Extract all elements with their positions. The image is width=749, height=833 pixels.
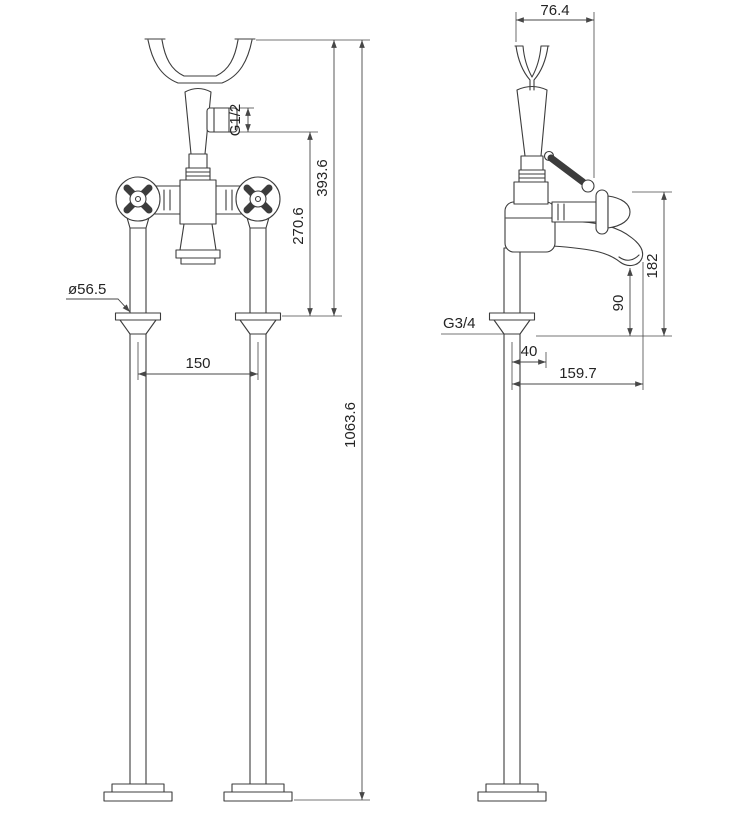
- side-upper-housing: [513, 181, 549, 205]
- side-stem-nut-lines: [557, 203, 565, 221]
- side-handle-ferrule: [520, 155, 544, 171]
- front-left-floor-flange-step: [111, 783, 165, 793]
- front-view-drawing: [103, 38, 293, 802]
- dim-pipe-centres-label: 150: [185, 355, 210, 372]
- side-lever-ball: [581, 179, 595, 193]
- side-handset-handle: [516, 85, 548, 157]
- dim-height-to-cradle-label: 393.6: [314, 159, 331, 197]
- front-centre-column: [179, 179, 217, 225]
- side-valve-body: [504, 201, 556, 253]
- dimension-annotations-front: G1/2 270.6 393.6 1063.6 ø56.5 150: [66, 39, 370, 801]
- side-cross-handle-dome: [607, 195, 631, 229]
- dim-height-to-hose-label: 270.6: [290, 207, 307, 245]
- side-cradle-fork: [514, 45, 550, 91]
- front-bell-rim: [175, 249, 221, 259]
- dim-spout-offset-label: 40: [521, 343, 538, 360]
- leader-flange-diameter: [66, 298, 131, 313]
- front-handset-handle: [184, 87, 212, 155]
- front-right-floor-flange-base: [223, 791, 293, 802]
- side-spout-outlet-rim: [618, 254, 640, 261]
- front-right-standpipe: [249, 227, 267, 789]
- dim-cradle-width-label: 76.4: [540, 2, 569, 19]
- front-left-floor-flange-base: [103, 791, 173, 802]
- front-hose-connector-lines: [213, 107, 230, 133]
- front-right-flange-plate: [234, 312, 282, 321]
- side-floor-flange-base: [477, 791, 547, 802]
- dim-spout-height-label: 90: [610, 295, 627, 312]
- diverter-lever: [547, 154, 587, 186]
- side-view-drawing: [477, 45, 644, 802]
- side-ridged-connector: [518, 169, 546, 183]
- dim-inlet-thread-label: G3/4: [443, 315, 476, 332]
- front-handle-ferrule: [188, 153, 208, 169]
- dim-overall-height-label: 1063.6: [342, 402, 359, 448]
- front-ridge-lines: [185, 171, 211, 177]
- front-bell-body: [179, 223, 217, 251]
- side-ridge-lines: [518, 173, 546, 179]
- front-right-floor-flange-step: [231, 783, 285, 793]
- side-handle-stem: [551, 201, 599, 223]
- dim-flange-diameter-label: ø56.5: [68, 281, 106, 298]
- front-left-flange-plate: [114, 312, 162, 321]
- front-left-collar-taper: [119, 319, 157, 335]
- front-bell-foot: [180, 257, 216, 265]
- side-spout: [551, 220, 644, 267]
- front-ridged-connector: [185, 167, 211, 181]
- front-handset-cradle: [144, 38, 256, 84]
- front-left-cross-handle: [115, 176, 161, 222]
- front-arm-nut-lines: [163, 189, 233, 211]
- dim-spout-reach-label: 159.7: [559, 365, 597, 382]
- dimension-annotations-side: 76.4 182 90 G3/4 40 159.7: [441, 2, 672, 390]
- side-cross-handle-disc: [595, 189, 609, 235]
- front-left-standpipe: [129, 227, 147, 789]
- front-right-cross-handle: [235, 176, 281, 222]
- side-floor-flange-step: [485, 783, 539, 793]
- side-flange-plate: [488, 312, 536, 321]
- dim-handle-height-label: 182: [644, 253, 661, 278]
- side-collar-taper: [493, 319, 531, 335]
- dim-hand-shower-thread-label: G1/2: [227, 104, 244, 137]
- front-right-collar-taper: [239, 319, 277, 335]
